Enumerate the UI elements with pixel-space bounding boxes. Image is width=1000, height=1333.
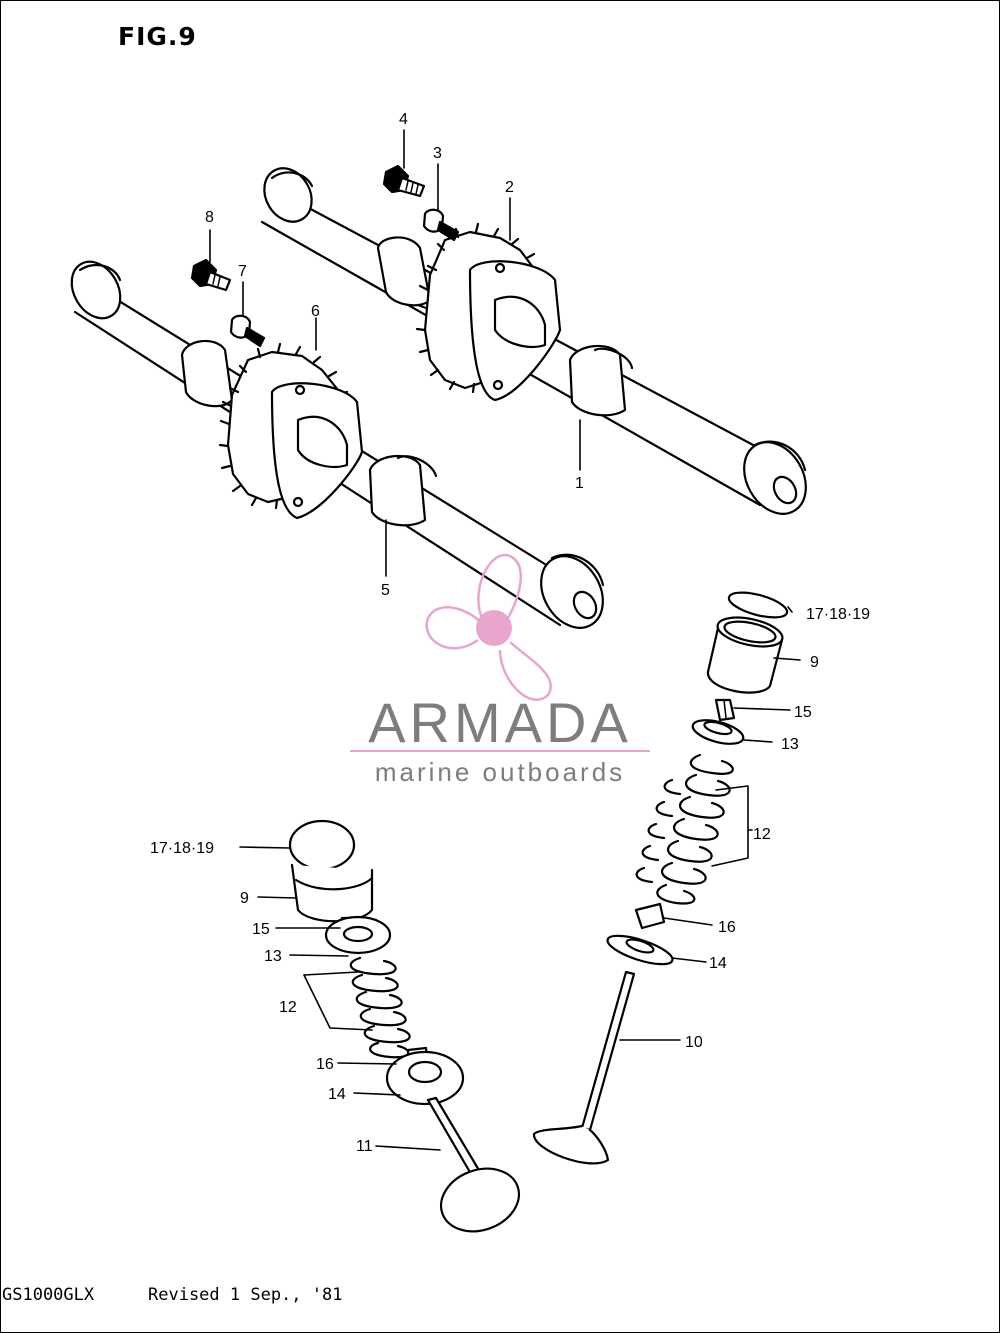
label-9-left: 9 xyxy=(240,890,249,907)
tappet-right-icon xyxy=(706,616,784,694)
label-13-left: 13 xyxy=(264,948,282,965)
bolt-8-icon xyxy=(190,258,232,292)
label-14-left: 14 xyxy=(328,1086,346,1103)
tappet-left-icon xyxy=(290,863,374,923)
spring-seat-right-icon xyxy=(606,934,674,966)
spring-seat-left-icon xyxy=(385,1050,465,1106)
label-15-left: 15 xyxy=(252,921,270,938)
label-2: 2 xyxy=(505,179,514,196)
figure-title: FIG.9 xyxy=(118,22,197,51)
label-12-left: 12 xyxy=(279,999,297,1016)
footer-revision: Revised 1 Sep., '81 xyxy=(148,1285,343,1305)
seal-right-icon xyxy=(634,902,666,930)
label-12-right: 12 xyxy=(753,826,771,843)
spring-right-icon xyxy=(635,753,734,905)
label-17-18-19-left: 17·18·19 xyxy=(150,840,214,857)
footer-model: GS1000GLX xyxy=(2,1285,95,1305)
label-6: 6 xyxy=(311,303,320,320)
shim-right-icon xyxy=(727,591,789,619)
label-7: 7 xyxy=(238,263,247,280)
label-11: 11 xyxy=(356,1138,373,1155)
label-17-18-19-right: 17·18·19 xyxy=(806,606,870,623)
spring-left-icon xyxy=(349,956,411,1059)
label-16-right: 16 xyxy=(718,919,736,936)
part-labels: 4 3 2 8 7 6 1 5 17·18·19 9 15 13 12 16 1… xyxy=(150,111,870,1155)
label-15-right: 15 xyxy=(794,704,812,721)
watermark-divider xyxy=(350,750,650,752)
bolt-3-icon xyxy=(422,208,460,242)
label-5: 5 xyxy=(381,582,390,599)
propeller-logo-icon xyxy=(425,553,552,701)
label-3: 3 xyxy=(433,145,442,162)
label-10: 10 xyxy=(685,1034,703,1051)
camshaft-intake xyxy=(70,260,605,629)
valve-left-icon xyxy=(426,1096,521,1233)
bolt-4-icon xyxy=(382,164,426,198)
cotter-right-icon xyxy=(714,698,736,722)
retainer-right-icon xyxy=(691,719,745,745)
label-13-right: 13 xyxy=(781,736,799,753)
watermark-brand: ARMADA xyxy=(368,691,632,754)
label-16-left: 16 xyxy=(316,1056,334,1073)
valve-right-icon xyxy=(532,970,636,1165)
leader-lines xyxy=(209,129,801,1151)
label-1: 1 xyxy=(575,475,584,492)
label-4: 4 xyxy=(399,111,408,128)
retainer-left-icon xyxy=(324,915,392,955)
label-9-right: 9 xyxy=(810,654,819,671)
watermark-tagline: marine outboards xyxy=(374,757,626,787)
label-14-right: 14 xyxy=(709,955,727,972)
shim-left-icon xyxy=(288,819,356,871)
label-8: 8 xyxy=(205,209,214,226)
bolt-7-icon xyxy=(229,314,266,348)
camshaft-exhaust xyxy=(260,167,807,515)
